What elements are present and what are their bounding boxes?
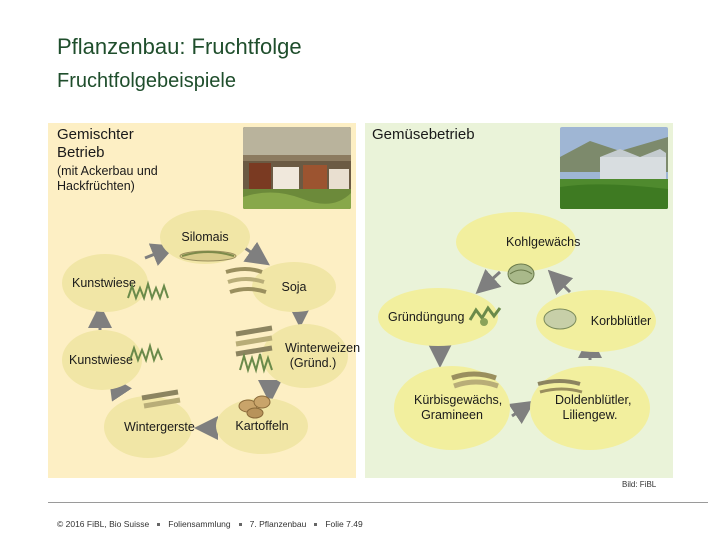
node-gruenduengung: Gründüngung [378, 288, 498, 346]
node-kunstwiese-lower-label: Kunstwiese [69, 352, 133, 367]
footer-copyright: © 2016 FiBL, Bio Suisse [57, 519, 150, 529]
node-gruenduengung-label: Gründüngung [388, 309, 465, 324]
node-kunstwiese-upper-label: Kunstwiese [72, 275, 136, 290]
footer-separator [238, 523, 242, 527]
barley-icon [141, 389, 181, 409]
cabbage-icon [507, 263, 535, 285]
node-soja: Soja [252, 262, 336, 312]
soy-icon [225, 267, 267, 294]
node-kohlgewaechs-label: Kohlgewächs [506, 234, 581, 249]
node-kuerbisgewaechs: Kürbisgewächs, Gramineen [394, 366, 510, 450]
footer-separator [157, 523, 161, 527]
green-manure-icon [468, 305, 502, 326]
image-credit: Bild: FiBL [622, 480, 657, 489]
grass-icon-upper [127, 280, 169, 302]
footer-separator [314, 523, 318, 527]
node-kartoffeln-label: Kartoffeln [235, 418, 289, 433]
maize-icon [179, 250, 237, 262]
footer-chapter: 7. Pflanzenbau [249, 519, 307, 529]
footer: © 2016 FiBL, Bio Suisse Foliensammlung 7. … [57, 519, 363, 529]
node-kunstwiese-upper: Kunstwiese [62, 254, 148, 312]
node-winterweizen: Winterweizen (Gründ.) [262, 324, 360, 388]
lettuce-icon [543, 308, 577, 330]
node-korbbluetler-label: Korbblütler [590, 313, 652, 328]
node-doldenbluetler-label: Doldenblütler, Liliengew. [555, 393, 632, 422]
node-silomais-label: Silomais [181, 229, 229, 244]
footer-collection: Foliensammlung [168, 519, 231, 529]
grass-icon-lower [129, 342, 163, 364]
slide-title: Pflanzenbau: Fruchtfolge [57, 34, 302, 59]
vegetable-farm-heading: Gemüsebetrieb [372, 126, 475, 143]
cow-barn-photo [243, 127, 351, 209]
node-kuerbisgewaechs-label: Kürbisgewächs, Gramineen [414, 393, 503, 422]
mixed-farm-heading: Gemischter Betrieb [57, 126, 134, 161]
grass-icon-right [239, 352, 273, 374]
node-kunstwiese-lower: Kunstwiese [62, 330, 142, 390]
node-soja-label: Soja [281, 279, 307, 294]
pumpkin-icon [451, 371, 499, 389]
potato-icon [238, 395, 271, 419]
wheat-icon [235, 325, 273, 357]
mixed-farm-note: (mit Ackerbau und Hackfrüchten) [57, 164, 158, 193]
slide-subtitle: Fruchtfolgebeispiele [57, 70, 236, 92]
footer-slide: Folie 7.49 [325, 519, 363, 529]
node-kohlgewaechs: Kohlgewächs [456, 212, 581, 272]
greenhouse-photo [560, 127, 668, 209]
footer-divider [48, 502, 708, 503]
carrot-icon [537, 379, 583, 394]
